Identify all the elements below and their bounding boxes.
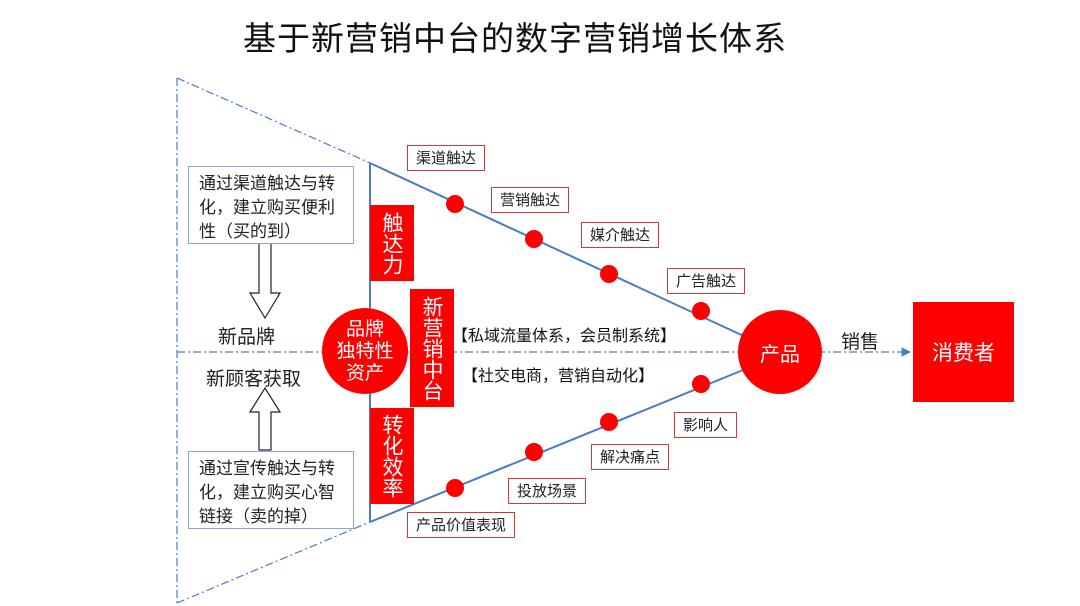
tag-channel-reach: 渠道触达 — [407, 145, 486, 171]
funnel-dot — [446, 195, 464, 213]
tag-pain-point: 解决痛点 — [591, 444, 670, 470]
funnel-dot — [600, 265, 618, 283]
tag-media-reach: 媒介触达 — [581, 222, 660, 248]
consumer-box: 消费者 — [913, 302, 1014, 402]
page-title: 基于新营销中台的数字营销增长体系 — [243, 19, 787, 58]
tag-influencer: 影响人 — [674, 412, 738, 438]
hollow-arrow-up — [248, 386, 282, 451]
outer-funnel-top — [176, 77, 371, 164]
tag-ad-reach: 广告触达 — [667, 268, 746, 294]
hollow-arrow-down — [248, 242, 282, 320]
new-customer-label: 新顾客获取 — [206, 368, 302, 390]
inner-funnel-top — [369, 162, 749, 339]
tag-marketing-reach: 营销触达 — [491, 187, 570, 213]
funnel-dot — [600, 413, 618, 431]
private-traffic-text: 【私域流量体系，会员制系统】 — [452, 326, 677, 345]
funnel-dot — [692, 375, 710, 393]
conversion-efficiency-bar: 转化效率 — [370, 408, 414, 504]
tag-delivery-scene: 投放场景 — [508, 478, 587, 504]
inner-funnel-bottom — [369, 367, 749, 523]
promotion-reach-description: 通过宣传触达与转 化，建立购买心智 链接（卖的掉） — [188, 451, 354, 529]
funnel-dot — [692, 302, 710, 320]
channel-reach-description: 通过渠道触达与转 化，建立购买便利 性（买的到） — [188, 166, 354, 244]
product-circle: 产品 — [738, 310, 822, 394]
sales-label: 销售 — [841, 331, 880, 353]
funnel-dot — [525, 230, 543, 248]
funnel-dot — [446, 479, 464, 497]
marketing-platform-bar: 新营销中台 — [410, 289, 454, 407]
reach-power-bar: 触达力 — [370, 205, 414, 281]
new-brand-label: 新品牌 — [218, 326, 276, 348]
brand-asset-circle: 品牌 独特性 资产 — [322, 308, 408, 394]
social-commerce-text: 【社交电商，营销自动化】 — [462, 366, 655, 385]
outer-funnel-bottom — [176, 521, 371, 604]
tag-product-value: 产品价值表现 — [407, 512, 516, 538]
funnel-dot — [525, 443, 543, 461]
